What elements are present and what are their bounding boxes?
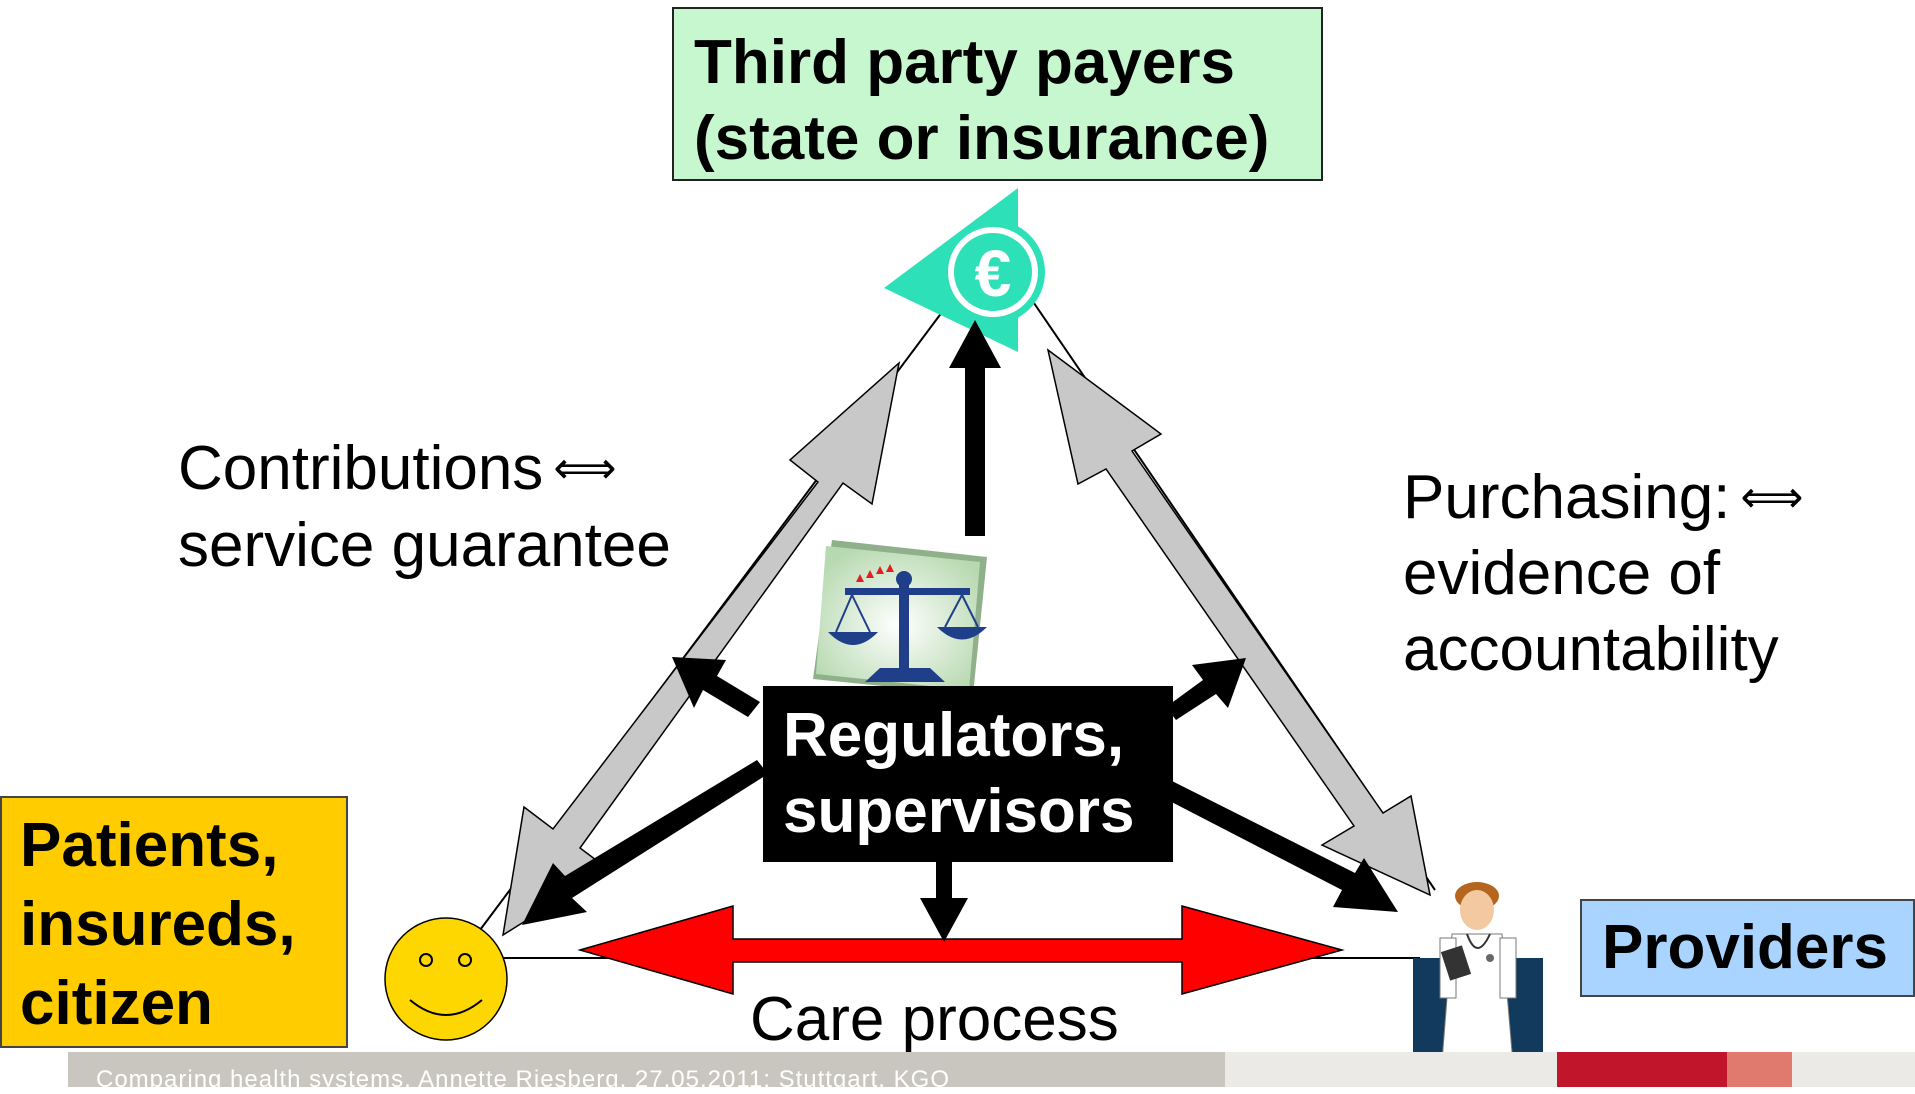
patients-line-2: insureds, [20, 890, 296, 959]
svg-text:€: € [975, 236, 1012, 310]
arrow-to-payers [949, 320, 1001, 536]
regulators-box: Regulators, supervisors [763, 686, 1173, 862]
providers-label: Providers [1602, 913, 1889, 982]
purchasing-double-arrow [1046, 348, 1432, 897]
regulators-line-1: Regulators, [783, 701, 1125, 770]
purchasing-line-1: Purchasing: [1403, 463, 1731, 532]
payers-line-1: Third party payers [694, 28, 1235, 97]
regulators-line-2: supervisors [783, 777, 1135, 846]
scales-of-justice-icon [813, 540, 987, 695]
footer-block-salmon [1727, 1052, 1792, 1087]
care-process-label: Care process [750, 985, 1119, 1054]
double-arrow-icon: ⟺ [1740, 473, 1804, 522]
contributions-line-1: Contributions [178, 434, 544, 503]
arrow-to-care-process [920, 862, 968, 942]
payers-line-2: (state or insurance) [694, 104, 1270, 173]
third-party-payers-box: Third party payers (state or insurance) [672, 7, 1323, 181]
care-process-double-arrow [577, 905, 1345, 995]
arrow-to-patients [522, 760, 768, 925]
arrow-to-upper-left [672, 657, 760, 717]
smiley-face-icon [384, 917, 508, 1041]
providers-box: Providers [1580, 899, 1915, 997]
footer-bar: Comparing health systems, Annette Riesbe… [68, 1052, 1225, 1093]
arrow-to-providers [1160, 780, 1398, 912]
contributions-line-2: service guarantee [178, 511, 671, 580]
contributions-label: Contributions⟺ service guarantee [178, 430, 671, 584]
arrow-to-upper-right [1166, 658, 1246, 720]
footer-block-light [1792, 1052, 1915, 1087]
regulator-arrows [522, 320, 1398, 942]
footer-block [1225, 1052, 1557, 1087]
purchasing-line-3: accountability [1403, 615, 1779, 684]
footer-text: Comparing health systems, Annette Riesbe… [96, 1066, 950, 1093]
footer-block-red [1557, 1052, 1727, 1087]
purchasing-line-2: evidence of [1403, 539, 1721, 608]
purchasing-label: Purchasing:⟺ evidence of accountability [1403, 460, 1804, 688]
contributions-double-arrow [501, 360, 901, 937]
patients-line-3: citizen [20, 969, 213, 1038]
euro-coin-icon: € [884, 188, 1045, 352]
double-arrow-icon: ⟺ [553, 444, 617, 493]
patients-line-1: Patients, [20, 811, 279, 880]
patients-box: Patients, insureds, citizen [0, 796, 348, 1048]
